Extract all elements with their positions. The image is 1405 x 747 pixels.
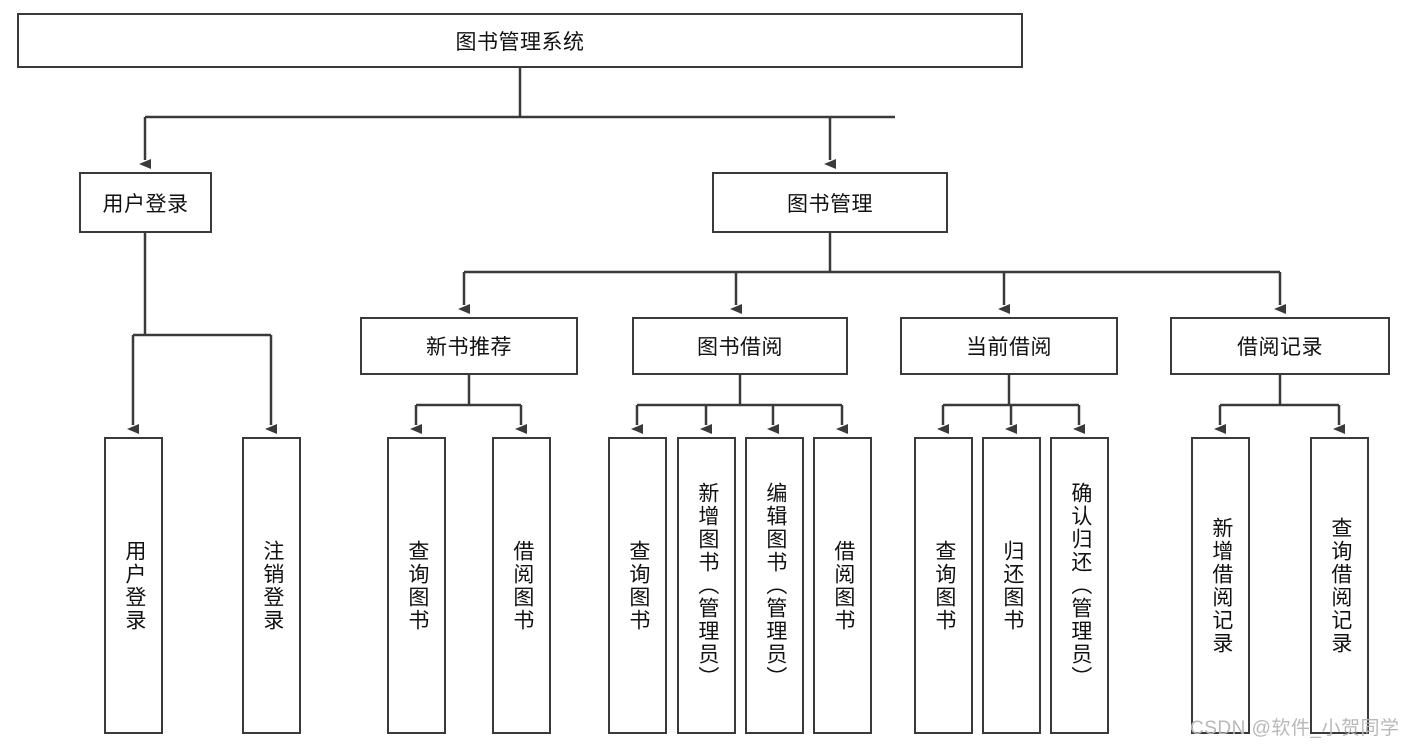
node-label: 新增图书（管理员）: [695, 482, 719, 689]
node-book-manage[interactable]: 图书管理: [712, 172, 948, 233]
node-label: 查询图书: [932, 539, 956, 632]
node-label: 编辑图书（管理员）: [763, 482, 787, 689]
node-leaf-query-book-2[interactable]: 查询图书: [608, 437, 667, 734]
node-leaf-borrow-book-2[interactable]: 借阅图书: [813, 437, 872, 734]
node-user-login[interactable]: 用户登录: [79, 172, 212, 233]
node-leaf-query-book-1[interactable]: 查询图书: [387, 437, 446, 734]
node-label: 借阅图书: [510, 539, 534, 632]
node-label: 图书管理系统: [455, 30, 585, 54]
node-leaf-edit-book[interactable]: 编辑图书（管理员）: [745, 437, 804, 734]
node-label: 查询图书: [626, 539, 650, 632]
node-new-book-recommend[interactable]: 新书推荐: [360, 317, 578, 375]
node-label: 借阅图书: [831, 539, 855, 632]
node-borrow-record[interactable]: 借阅记录: [1170, 317, 1390, 375]
node-root-book-management-system[interactable]: 图书管理系统: [17, 13, 1023, 68]
node-current-borrow[interactable]: 当前借阅: [900, 317, 1118, 375]
node-leaf-add-record[interactable]: 新增借阅记录: [1191, 437, 1250, 734]
node-label: 图书管理: [787, 192, 873, 216]
node-label: 新增借阅记录: [1209, 516, 1233, 655]
node-leaf-query-book-3[interactable]: 查询图书: [914, 437, 973, 734]
node-label: 查询图书: [405, 539, 429, 632]
node-leaf-logout[interactable]: 注销登录: [242, 437, 301, 734]
node-label: 注销登录: [260, 539, 284, 632]
watermark-text: CSDN @软件_小贺同学: [1190, 718, 1400, 739]
node-label: 借阅记录: [1237, 336, 1323, 359]
node-label: 用户登录: [102, 192, 189, 216]
node-leaf-borrow-book-1[interactable]: 借阅图书: [492, 437, 551, 734]
node-leaf-return-book[interactable]: 归还图书: [982, 437, 1041, 734]
node-leaf-user-login[interactable]: 用户登录: [104, 437, 163, 734]
node-leaf-confirm-return[interactable]: 确认归还（管理员）: [1050, 437, 1109, 734]
node-label: 当前借阅: [966, 336, 1052, 359]
node-label: 新书推荐: [426, 336, 512, 359]
node-label: 图书借阅: [697, 336, 783, 359]
node-book-borrow[interactable]: 图书借阅: [632, 317, 848, 375]
node-label: 确认归还（管理员）: [1068, 482, 1092, 689]
node-label: 查询借阅记录: [1328, 516, 1352, 655]
node-leaf-query-record[interactable]: 查询借阅记录: [1310, 437, 1369, 734]
node-label: 归还图书: [1000, 539, 1024, 632]
node-leaf-add-book[interactable]: 新增图书（管理员）: [677, 437, 736, 734]
node-label: 用户登录: [122, 539, 146, 632]
